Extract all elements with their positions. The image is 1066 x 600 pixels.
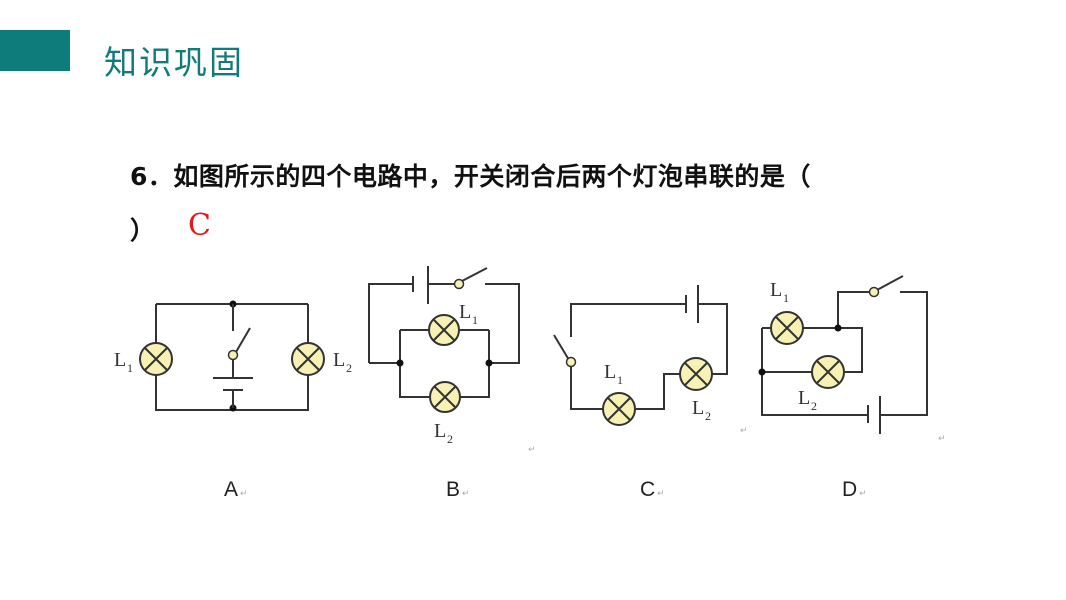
junction-dot [396, 359, 404, 367]
switch-lever [461, 267, 488, 282]
question-text-line2: ） [130, 216, 156, 245]
circuit-c: L 1 L 2 ↵ [553, 285, 748, 436]
switch-node [565, 356, 577, 368]
switch-node [453, 278, 465, 290]
lamp-l2-icon [679, 357, 713, 391]
answer-text: C [188, 208, 211, 243]
lamp-l1-label: L [604, 361, 616, 383]
lamp-l1-subscript: 1 [127, 361, 133, 375]
switch-node [868, 286, 880, 298]
lamp-l2-subscript: 2 [811, 399, 817, 413]
lamp-l2-icon [291, 342, 325, 376]
lamp-l2-subscript: 2 [447, 432, 453, 446]
option-letter: B [446, 478, 461, 501]
paragraph-mark: ↵ [657, 488, 665, 498]
lamp-l2-icon [811, 355, 845, 389]
switch-node [227, 349, 239, 361]
lamp-l2-subscript: 2 [705, 409, 711, 423]
lamp-l1-label: L [114, 349, 126, 371]
lamp-l1-icon [428, 314, 460, 346]
question-text-line1: 6．如图所示的四个电路中，开关闭合后两个灯泡串联的是（ [130, 162, 811, 191]
circuit-b: L 1 L 2 ↵ [368, 266, 536, 455]
junction-dot [758, 368, 766, 376]
lamp-l2-label: L [333, 349, 345, 371]
option-letter: C [640, 478, 656, 501]
junction-dot [485, 359, 493, 367]
lamp-l1-subscript: 1 [617, 373, 623, 387]
battery-icon [867, 396, 881, 434]
paragraph-mark: ↵ [240, 488, 248, 498]
lamp-l1-icon [602, 392, 636, 426]
option-letter: D [842, 478, 858, 501]
lamp-l1-subscript: 1 [472, 313, 478, 327]
junction-dot [834, 324, 842, 332]
battery-icon [685, 285, 699, 323]
switch-lever [553, 334, 570, 361]
option-a-label: A↵ [224, 478, 248, 502]
switch-lever [876, 275, 904, 291]
lamp-l1-label: L [459, 301, 471, 323]
option-c-label: C↵ [640, 478, 665, 502]
circuit-d: L 1 L 2 ↵ [758, 275, 946, 444]
circuit-a: L 1 L 2 [114, 300, 352, 412]
option-d-label: D↵ [842, 478, 867, 502]
paragraph-mark: ↵ [462, 488, 470, 498]
paragraph-mark: ↵ [528, 445, 536, 455]
lamp-l2-label: L [434, 420, 446, 442]
lamp-l2-subscript: 2 [346, 361, 352, 375]
battery-icon [213, 360, 253, 408]
paragraph-mark: ↵ [859, 488, 867, 498]
lamp-l2-label: L [692, 397, 704, 419]
option-b-label: B↵ [446, 478, 470, 502]
page-title: 知识巩固 [104, 43, 244, 82]
paragraph-mark: ↵ [740, 426, 748, 436]
battery-icon [412, 266, 429, 304]
lamp-l1-label: L [770, 279, 782, 301]
lamp-l1-icon [770, 311, 804, 345]
lamp-l1-subscript: 1 [783, 291, 789, 305]
title-accent-bar [0, 30, 70, 71]
lamp-l2-label: L [798, 387, 810, 409]
lamp-l2-icon [429, 381, 461, 413]
switch-lever [235, 327, 251, 353]
paragraph-mark: ↵ [938, 434, 946, 444]
option-letter: A [224, 478, 239, 501]
lamp-l1-icon [139, 342, 173, 376]
